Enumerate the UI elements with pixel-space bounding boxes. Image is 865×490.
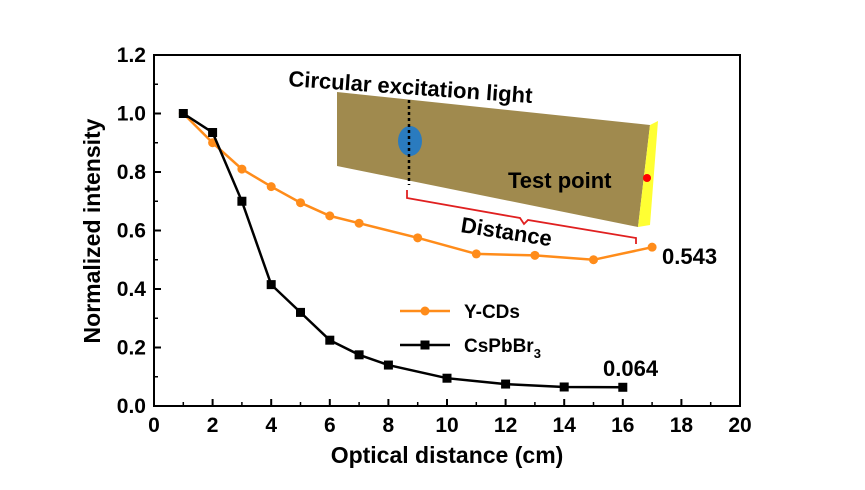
- series-1-point: [266, 280, 276, 290]
- series-0-point: [530, 250, 540, 260]
- y-tick-label: 1.2: [117, 44, 146, 67]
- series-0-point: [296, 198, 305, 208]
- series-1-point: [354, 350, 364, 360]
- series-0-point: [325, 211, 335, 221]
- y-tick-label: 1.0: [117, 103, 146, 126]
- x-tick-label: 0: [148, 414, 160, 437]
- inset-slab: [337, 92, 650, 227]
- x-axis-title: Optical distance (cm): [331, 442, 564, 468]
- distance-label: Distance: [459, 212, 554, 251]
- series-1-point: [559, 382, 569, 392]
- x-tick-label: 20: [728, 414, 751, 437]
- legend-cspbbr3-name: CsPbBr: [464, 336, 534, 357]
- series-0-point: [413, 233, 423, 243]
- y-tick-label: 0.2: [117, 337, 146, 360]
- series-1-point: [442, 373, 452, 383]
- cspbbr3-end-value-label: 0.064: [603, 356, 659, 381]
- series-0-point: [647, 242, 657, 252]
- x-tick-label: 6: [324, 414, 336, 437]
- series-1-point: [296, 307, 305, 317]
- x-tick-label: 10: [435, 414, 458, 437]
- x-tick-label: 16: [611, 414, 634, 437]
- series-1-point: [208, 128, 218, 138]
- x-tick-label: 4: [265, 414, 277, 437]
- axis-ticks: 0 2 4 6 8 10 12 14 16 18 20 0.0 0.2 0.4 0.6 0.8 1.0 1.2: [117, 44, 752, 437]
- x-tick-label: 2: [207, 414, 219, 437]
- legend-ycds-label: Y-CDs: [464, 302, 520, 323]
- series-1-point: [178, 109, 188, 118]
- inset-slab-edge: [638, 121, 658, 227]
- legend-cspbbr3-label: CsPbBr3: [464, 336, 541, 361]
- y-axis-title: Normalized intensity: [79, 118, 105, 343]
- series-1-point: [501, 379, 511, 389]
- test-point-marker: [643, 174, 651, 182]
- x-tick-label: 8: [383, 414, 395, 437]
- y-tick-label: 0.8: [117, 161, 147, 184]
- x-tick-label: 18: [670, 414, 694, 437]
- series-0-point: [266, 182, 276, 192]
- series-0-point: [354, 218, 364, 228]
- series-layer: [178, 109, 657, 392]
- series-line-1: [182, 112, 623, 389]
- x-tick-label: 14: [553, 414, 577, 437]
- ycds-end-value-label: 0.543: [662, 244, 717, 269]
- y-tick-label: 0.0: [117, 395, 146, 418]
- y-tick-label: 0.6: [117, 220, 146, 243]
- series-1-point: [237, 196, 247, 206]
- series-0-point: [589, 255, 598, 265]
- excitation-spot: [398, 126, 422, 156]
- legend: Y-CDs CsPbBr3: [400, 302, 541, 361]
- legend-ycds-marker: [420, 306, 430, 316]
- series-1-point: [383, 360, 393, 370]
- series-0-point: [237, 164, 247, 174]
- test-point-label: Test point: [508, 168, 612, 193]
- series-1-point: [325, 335, 335, 345]
- distance-bracket: [406, 190, 637, 244]
- y-tick-label: 0.4: [117, 278, 147, 301]
- legend-cspbbr3-marker: [420, 340, 430, 350]
- series-line-0: [182, 112, 653, 262]
- legend-cspbbr3-subscript: 3: [534, 346, 541, 361]
- series-0-point: [471, 249, 481, 259]
- series-1-point: [618, 382, 628, 392]
- inset-illustration: Circular excitation light Test point Dis…: [288, 66, 658, 251]
- x-tick-label: 12: [494, 414, 517, 437]
